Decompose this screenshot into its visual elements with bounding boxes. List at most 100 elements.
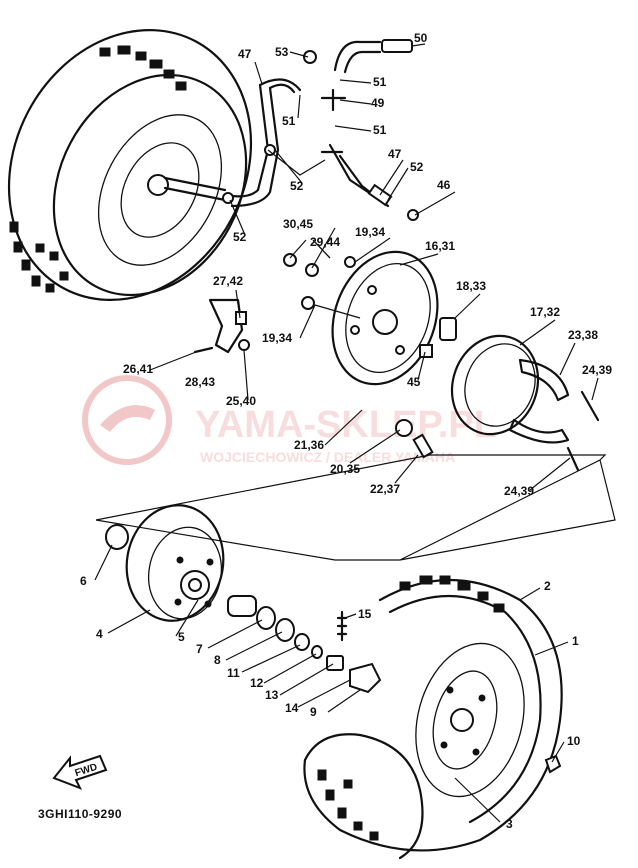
leader-line bbox=[324, 409, 363, 446]
leader-line bbox=[414, 191, 456, 216]
callout-label: 2 bbox=[544, 579, 551, 593]
leader-lines bbox=[94, 43, 599, 823]
leader-line bbox=[311, 227, 336, 269]
leader-line bbox=[289, 239, 307, 259]
drawing-reference: 3GHI110-9290 bbox=[38, 807, 122, 821]
leader-line bbox=[417, 351, 426, 381]
callout-label: 11 bbox=[227, 666, 240, 680]
callout-label: 49 bbox=[371, 96, 385, 110]
callout-label: 10 bbox=[567, 734, 581, 748]
leader-line bbox=[354, 237, 391, 263]
callout-label: 13 bbox=[265, 688, 279, 702]
callout-label: 24,39 bbox=[582, 363, 612, 377]
callout-label: 16,31 bbox=[425, 239, 455, 253]
leader-line bbox=[299, 304, 316, 339]
callout-label: 19,34 bbox=[262, 331, 292, 345]
leader-line bbox=[274, 149, 303, 184]
callout-labels: 1 2 3 4 5 6 7 8 9 10 11 12 13 14 15 16,3… bbox=[80, 31, 612, 831]
leader-line bbox=[551, 741, 565, 763]
breather-hose-group bbox=[222, 39, 419, 221]
leader-line bbox=[243, 349, 249, 401]
arrow-left-icon bbox=[52, 754, 108, 790]
leader-line bbox=[519, 587, 541, 601]
callout-label: 25,40 bbox=[226, 394, 256, 408]
callout-label: 46 bbox=[437, 178, 451, 192]
callout-label: 26,41 bbox=[123, 362, 153, 376]
leader-line bbox=[263, 653, 317, 684]
leader-line bbox=[591, 377, 599, 401]
callout-label: 21,36 bbox=[294, 438, 324, 452]
leader-line bbox=[297, 94, 301, 119]
leader-line bbox=[339, 79, 372, 84]
callout-label: 5 bbox=[178, 630, 185, 644]
front-tire-assembly bbox=[303, 575, 563, 860]
callout-label: 28,43 bbox=[185, 375, 215, 389]
callout-label: 20,35 bbox=[330, 462, 360, 476]
callout-label: 1 bbox=[572, 634, 579, 648]
callout-label: 47 bbox=[238, 47, 252, 61]
leader-line bbox=[349, 429, 401, 464]
callout-label: 15 bbox=[358, 607, 372, 621]
callout-label: 47 bbox=[388, 147, 402, 161]
leader-line bbox=[235, 289, 241, 319]
hub-assembly bbox=[105, 504, 382, 694]
leader-line bbox=[149, 351, 197, 371]
callout-label: 45 bbox=[407, 375, 421, 389]
callout-label: 52 bbox=[290, 179, 304, 193]
callout-label: 23,38 bbox=[568, 328, 598, 342]
leader-line bbox=[207, 619, 263, 649]
leader-line bbox=[529, 457, 571, 491]
leader-line bbox=[175, 599, 199, 637]
leader-line bbox=[327, 689, 361, 713]
callout-label: 51 bbox=[373, 123, 387, 137]
watermark: YAMA-SKLEP.PL WOJCIECHOWICZ / DEALER YAM… bbox=[82, 375, 497, 465]
callout-label: 51 bbox=[373, 75, 387, 89]
leader-line bbox=[339, 99, 372, 105]
rear-wheel-reference bbox=[7, 29, 253, 301]
leader-line bbox=[379, 159, 404, 196]
leader-line bbox=[334, 125, 372, 132]
leader-line bbox=[254, 61, 263, 85]
callout-label: 12 bbox=[250, 676, 264, 690]
leader-line bbox=[225, 631, 283, 661]
callout-label: 52 bbox=[233, 230, 247, 244]
leader-line bbox=[344, 613, 357, 619]
leader-line bbox=[394, 454, 419, 484]
leader-line bbox=[241, 644, 301, 673]
callout-label: 17,32 bbox=[530, 305, 560, 319]
leader-line bbox=[94, 544, 113, 581]
leader-line bbox=[297, 679, 351, 708]
callout-label: 14 bbox=[285, 701, 299, 715]
callout-label: 27,42 bbox=[213, 274, 243, 288]
callout-label: 22,37 bbox=[370, 482, 400, 496]
brake-shoe-assembly bbox=[395, 334, 600, 472]
fwd-direction-arrow: FWD bbox=[52, 754, 108, 790]
leader-line bbox=[399, 253, 439, 266]
callout-label: 50 bbox=[414, 31, 428, 45]
watermark-subline: WOJCIECHOWICZ / DEALER YAMAHA bbox=[200, 449, 455, 465]
leader-line bbox=[107, 609, 151, 634]
watermark-logo-icon bbox=[82, 375, 172, 465]
leader-line bbox=[387, 167, 409, 201]
leader-line bbox=[289, 51, 309, 58]
callout-label: 3 bbox=[506, 817, 513, 831]
leader-line bbox=[519, 319, 556, 346]
callout-label: 51 bbox=[282, 114, 296, 128]
assembly-boundary bbox=[95, 454, 616, 561]
leader-line bbox=[229, 199, 246, 236]
callout-label: 24,39 bbox=[504, 484, 534, 498]
leader-line bbox=[279, 663, 334, 696]
leader-line bbox=[454, 293, 481, 319]
callout-label: 6 bbox=[80, 574, 87, 588]
callout-label: 30,45 bbox=[283, 217, 313, 231]
callout-label: 7 bbox=[196, 642, 203, 656]
watermark-logo-mark bbox=[100, 405, 155, 432]
leader-line bbox=[534, 641, 569, 656]
callout-label: 53 bbox=[275, 45, 289, 59]
callout-label: 29,44 bbox=[310, 235, 340, 249]
callout-label: 52 bbox=[410, 160, 424, 174]
callout-label: 4 bbox=[96, 627, 103, 641]
callout-label: 9 bbox=[310, 705, 317, 719]
callout-label: 8 bbox=[214, 653, 221, 667]
